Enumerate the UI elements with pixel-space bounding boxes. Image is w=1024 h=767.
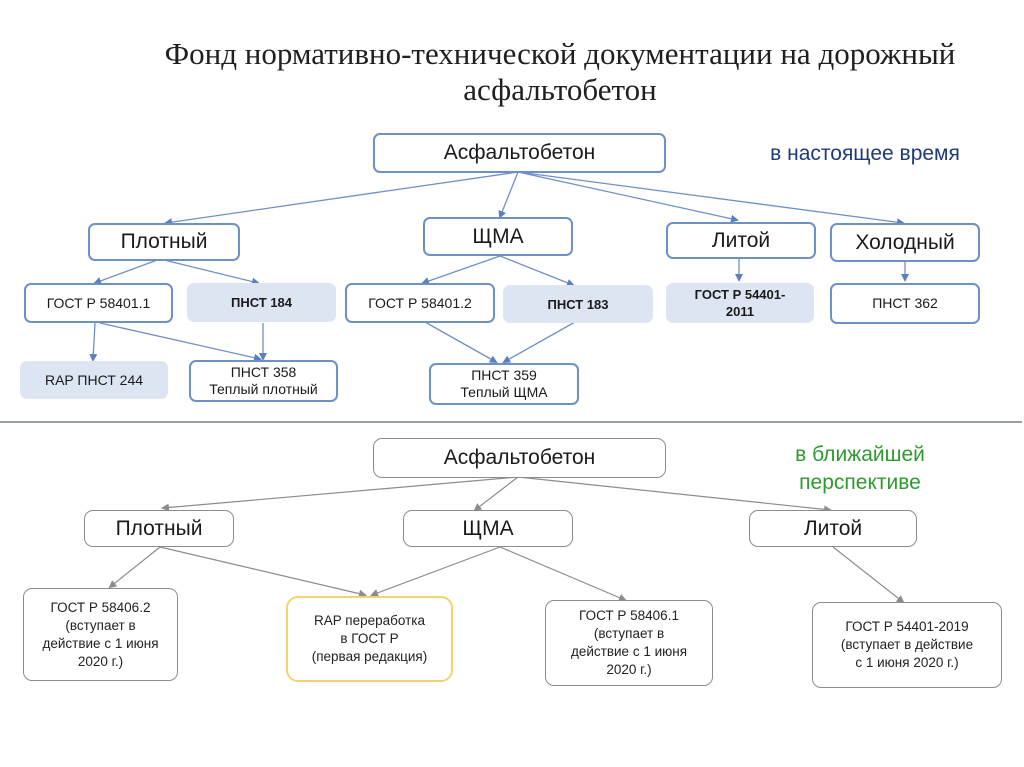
- link-dense-pnst184: [159, 258, 260, 286]
- doc-label-line1: ГОСТ Р 58406.1: [579, 608, 679, 623]
- doc-pnst-184: ПНСТ 184: [187, 283, 336, 322]
- doc-label-line1: ПНСТ 358: [230, 364, 297, 380]
- doc-rap-pnst-244: RAP ПНСТ 244: [20, 361, 168, 399]
- link-root-sma: [498, 171, 519, 219]
- node-label: Литой: [711, 228, 771, 252]
- link-root-dense: [164, 171, 519, 227]
- section-divider: [0, 421, 1022, 423]
- link-fsma-gost1: [499, 546, 627, 602]
- doc-label: ПНСТ 362: [872, 295, 938, 311]
- doc-label-line2: 2011: [725, 304, 755, 319]
- doc-label-line2: (вступает в: [65, 617, 136, 633]
- doc-pnst-358: ПНСТ 358 Теплый плотный: [189, 360, 338, 402]
- doc-label-line2: (вступает в действие: [840, 637, 974, 652]
- future-period-label: в ближайшей перспективе: [770, 441, 950, 497]
- node-label: Плотный: [115, 516, 203, 540]
- doc-label-line1: ГОСТ Р 54401-: [694, 287, 786, 302]
- doc-label: ПНСТ 184: [230, 295, 293, 310]
- doc-label-line2: (вступает в: [593, 626, 665, 641]
- doc-pnst-362: ПНСТ 362: [830, 283, 980, 324]
- doc-label-line1: ГОСТ Р 58406.2: [50, 599, 151, 615]
- doc-gost-54401-2019: ГОСТ Р 54401-2019 (вступает в действие с…: [812, 602, 1002, 688]
- current-root-node: Асфальтобетон: [373, 133, 666, 173]
- doc-label-line1: RAP переработка: [314, 613, 425, 628]
- node-label: Литой: [803, 516, 863, 540]
- doc-label-line4: 2020 г.): [606, 662, 652, 677]
- current-node-cold: Холодный: [830, 223, 980, 262]
- link-gost2-pnst359: [424, 321, 498, 363]
- doc-label: ПНСТ 183: [547, 296, 609, 312]
- link-fsma-rap: [370, 546, 501, 597]
- doc-label-line2: в ГОСТ Р: [340, 631, 399, 646]
- link-sma-gost2: [421, 255, 501, 285]
- link-gost1-pnst358: [99, 322, 262, 362]
- doc-gost-54401-2011: ГОСТ Р 54401- 2011: [666, 283, 814, 323]
- link-sma-pnst183: [499, 255, 575, 287]
- doc-label-line3: действие с 1 июня: [42, 635, 159, 651]
- current-node-dense: Плотный: [88, 223, 240, 261]
- current-node-cast: Литой: [666, 222, 816, 259]
- node-label: ЩМА: [472, 224, 524, 248]
- node-label: Плотный: [120, 230, 208, 253]
- future-root-node: Асфальтобетон: [373, 438, 666, 478]
- doc-label: ГОСТ Р 58401.1: [46, 294, 151, 311]
- doc-pnst-359: ПНСТ 359 Теплый ЩМА: [429, 363, 579, 405]
- node-label: Холодный: [855, 230, 955, 254]
- doc-gost-58406-1: ГОСТ Р 58406.1 (вступает в действие с 1 …: [545, 600, 713, 686]
- link-fcast-gost54401: [832, 546, 905, 604]
- link-gost1-rap244: [89, 322, 98, 362]
- link-root-cold: [517, 171, 905, 227]
- doc-label: ГОСТ Р 58401.2: [368, 294, 472, 311]
- page-title: Фонд нормативно-технической документации…: [164, 36, 956, 107]
- future-label-line2: перспективе: [799, 471, 921, 494]
- node-label: Асфальтобетон: [443, 446, 596, 469]
- doc-label-line3: с 1 июня 2020 г.): [855, 655, 959, 670]
- link-dense-gost1: [93, 258, 161, 285]
- doc-pnst-183: ПНСТ 183: [503, 285, 653, 323]
- future-node-sma: ЩМА: [403, 510, 573, 547]
- node-label: Асфальтобетон: [443, 141, 596, 164]
- current-node-sma: ЩМА: [423, 217, 573, 256]
- doc-label-line4: 2020 г.): [77, 653, 124, 669]
- future-label-line1: в ближайшей: [795, 443, 925, 466]
- doc-label-line2: Теплый ЩМА: [460, 384, 548, 400]
- doc-label-line3: действие с 1 июня: [570, 644, 688, 659]
- doc-label-line1: ПНСТ 359: [471, 367, 537, 383]
- link-froot-cast: [517, 476, 832, 514]
- link-froot-sma: [473, 476, 519, 512]
- doc-gost-58401-1: ГОСТ Р 58401.1: [24, 283, 173, 323]
- link-froot-dense: [161, 476, 519, 512]
- future-node-cast: Литой: [749, 510, 917, 547]
- doc-label: RAP ПНСТ 244: [44, 371, 144, 388]
- doc-gost-58406-2: ГОСТ Р 58406.2 (вступает в действие с 1 …: [23, 588, 178, 681]
- doc-label-line2: Теплый плотный: [209, 381, 318, 397]
- doc-label-line3: (первая редакция): [311, 649, 428, 664]
- link-pnst183-pnst359: [502, 321, 576, 363]
- future-node-dense: Плотный: [84, 510, 234, 547]
- link-root-cast: [517, 171, 739, 223]
- node-label: ЩМА: [462, 516, 514, 540]
- doc-label-line1: ГОСТ Р 54401-2019: [845, 619, 969, 634]
- link-fdense-rap: [159, 546, 367, 598]
- doc-rap-rework: RAP переработка в ГОСТ Р (первая редакци…: [286, 596, 453, 682]
- current-period-label: в настоящее время: [770, 142, 960, 165]
- link-fdense-gost2: [108, 546, 161, 589]
- doc-gost-58401-2: ГОСТ Р 58401.2: [345, 283, 495, 323]
